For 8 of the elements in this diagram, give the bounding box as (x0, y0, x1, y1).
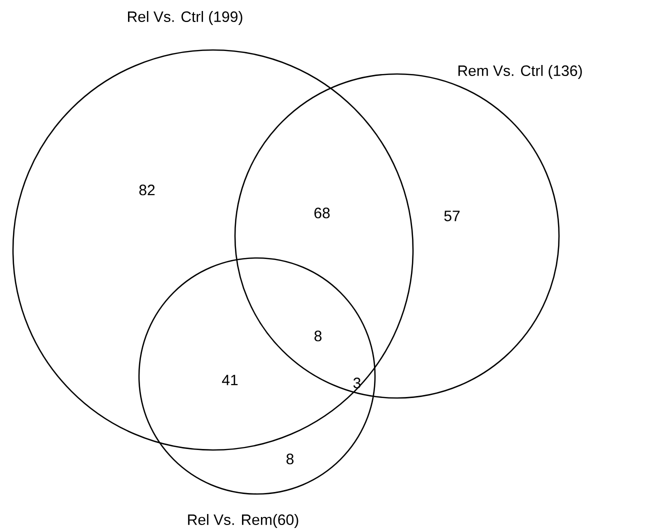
region-count: 41 (222, 374, 238, 386)
region-count: 82 (139, 184, 155, 196)
region-count: 8 (314, 330, 322, 342)
node-label: Rel Vs. Rem(60) (188, 514, 298, 528)
region-count: 57 (444, 210, 460, 222)
node-label: Rel Vs. Ctrl (199) (128, 11, 242, 25)
region-count: 68 (314, 208, 330, 218)
region-count: 8 (286, 454, 294, 464)
